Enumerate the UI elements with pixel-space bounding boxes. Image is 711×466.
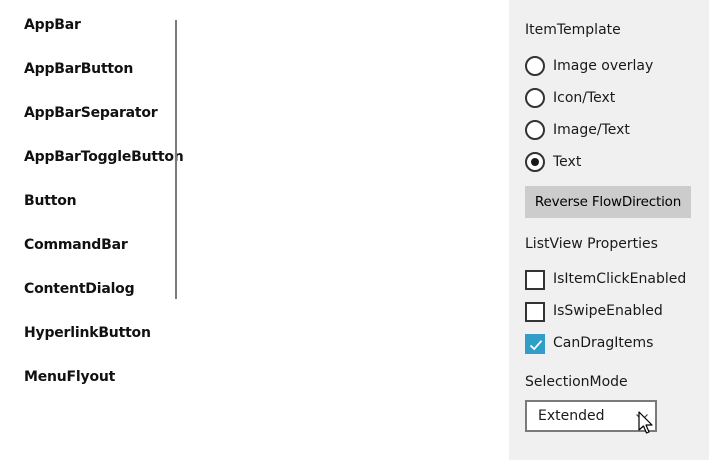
radio-icon-text[interactable] bbox=[525, 88, 545, 108]
selection-mode-combobox[interactable]: Extended bbox=[525, 400, 657, 432]
options-panel: ItemTemplate Image overlay Icon/Text Ima… bbox=[509, 0, 709, 460]
checkbox-isitemclickenabled[interactable] bbox=[525, 270, 545, 290]
list-item-appbarseparator[interactable]: AppBarSeparator bbox=[24, 105, 158, 121]
radio-image-text-label[interactable]: Image/Text bbox=[553, 122, 630, 138]
checkbox-candragitems[interactable] bbox=[525, 334, 545, 354]
list-item-commandbar[interactable]: CommandBar bbox=[24, 237, 128, 253]
check-icon bbox=[529, 340, 543, 351]
radio-image-overlay-label[interactable]: Image overlay bbox=[553, 58, 654, 74]
selection-mode-label: SelectionMode bbox=[525, 374, 628, 390]
list-item-appbarbutton[interactable]: AppBarButton bbox=[24, 61, 134, 77]
reverse-flowdirection-button[interactable]: Reverse FlowDirection bbox=[525, 186, 691, 218]
mouse-pointer-icon bbox=[638, 411, 653, 434]
checkbox-isitemclickenabled-label[interactable]: IsItemClickEnabled bbox=[553, 271, 687, 287]
radio-image-overlay[interactable] bbox=[525, 56, 545, 76]
radio-text-label[interactable]: Text bbox=[553, 154, 582, 170]
list-item-appbartogglebutton[interactable]: AppBarToggleButton bbox=[24, 149, 184, 165]
checkbox-isswipeenabled[interactable] bbox=[525, 302, 545, 322]
radio-image-text[interactable] bbox=[525, 120, 545, 140]
checkbox-isswipeenabled-label[interactable]: IsSwipeEnabled bbox=[553, 303, 663, 319]
checkbox-candragitems-label[interactable]: CanDragItems bbox=[553, 335, 654, 351]
radio-selected-dot bbox=[531, 158, 539, 166]
item-template-label: ItemTemplate bbox=[525, 22, 621, 38]
list-scroll-indicator[interactable] bbox=[175, 20, 177, 299]
radio-icon-text-label[interactable]: Icon/Text bbox=[553, 90, 616, 106]
list-item-appbar[interactable]: AppBar bbox=[24, 17, 81, 33]
selection-mode-value: Extended bbox=[538, 408, 605, 424]
list-item-contentdialog[interactable]: ContentDialog bbox=[24, 281, 135, 297]
list-item-menuflyout[interactable]: MenuFlyout bbox=[24, 369, 116, 385]
list-item-hyperlinkbutton[interactable]: HyperlinkButton bbox=[24, 325, 151, 341]
list-item-button[interactable]: Button bbox=[24, 193, 77, 209]
listview-properties-label: ListView Properties bbox=[525, 236, 658, 252]
radio-text[interactable] bbox=[525, 152, 545, 172]
